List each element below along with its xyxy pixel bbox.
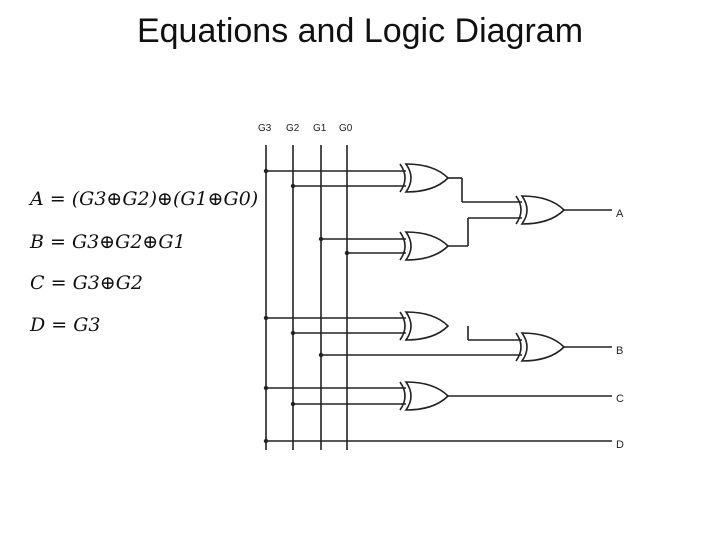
equation-b-lhs: B [30, 231, 44, 253]
equation-a-rhs: (G3⊕G2)⊕(G1⊕G0) [71, 188, 259, 210]
xor-gate-4 [399, 311, 449, 341]
input-label-g1: G1 [313, 123, 327, 134]
output-label-a: A [616, 208, 624, 220]
xor-gate-3 [515, 195, 565, 225]
equation-c: C = G3⊕G2 [30, 272, 144, 294]
equation-b: B = G3⊕G2⊕G1 [30, 231, 186, 253]
equation-a-lhs: A [30, 188, 44, 210]
wires [266, 170, 612, 442]
equation-c-rhs: G3⊕G2 [72, 272, 144, 294]
equation-d: D = G3 [30, 314, 101, 336]
xor-gate-6 [399, 381, 449, 411]
output-label-b: B [616, 345, 623, 357]
input-label-g3: G3 [258, 123, 272, 134]
equation-a: A = (G3⊕G2)⊕(G1⊕G0) [30, 188, 259, 210]
equation-d-rhs: G3 [73, 314, 101, 336]
xor-gate-2 [399, 231, 449, 261]
equation-c-lhs: C [30, 272, 45, 294]
junction-dots [263, 168, 350, 444]
input-label-g2: G2 [286, 123, 300, 134]
equation-d-lhs: D [30, 314, 46, 336]
xor-gate-1 [399, 163, 449, 193]
input-label-g0: G0 [339, 123, 353, 134]
equation-b-rhs: G3⊕G2⊕G1 [71, 231, 186, 253]
xor-gate-5 [515, 332, 565, 362]
slide-title: Equations and Logic Diagram [136, 12, 584, 50]
output-label-c: C [616, 393, 624, 405]
output-label-d: D [616, 439, 624, 451]
